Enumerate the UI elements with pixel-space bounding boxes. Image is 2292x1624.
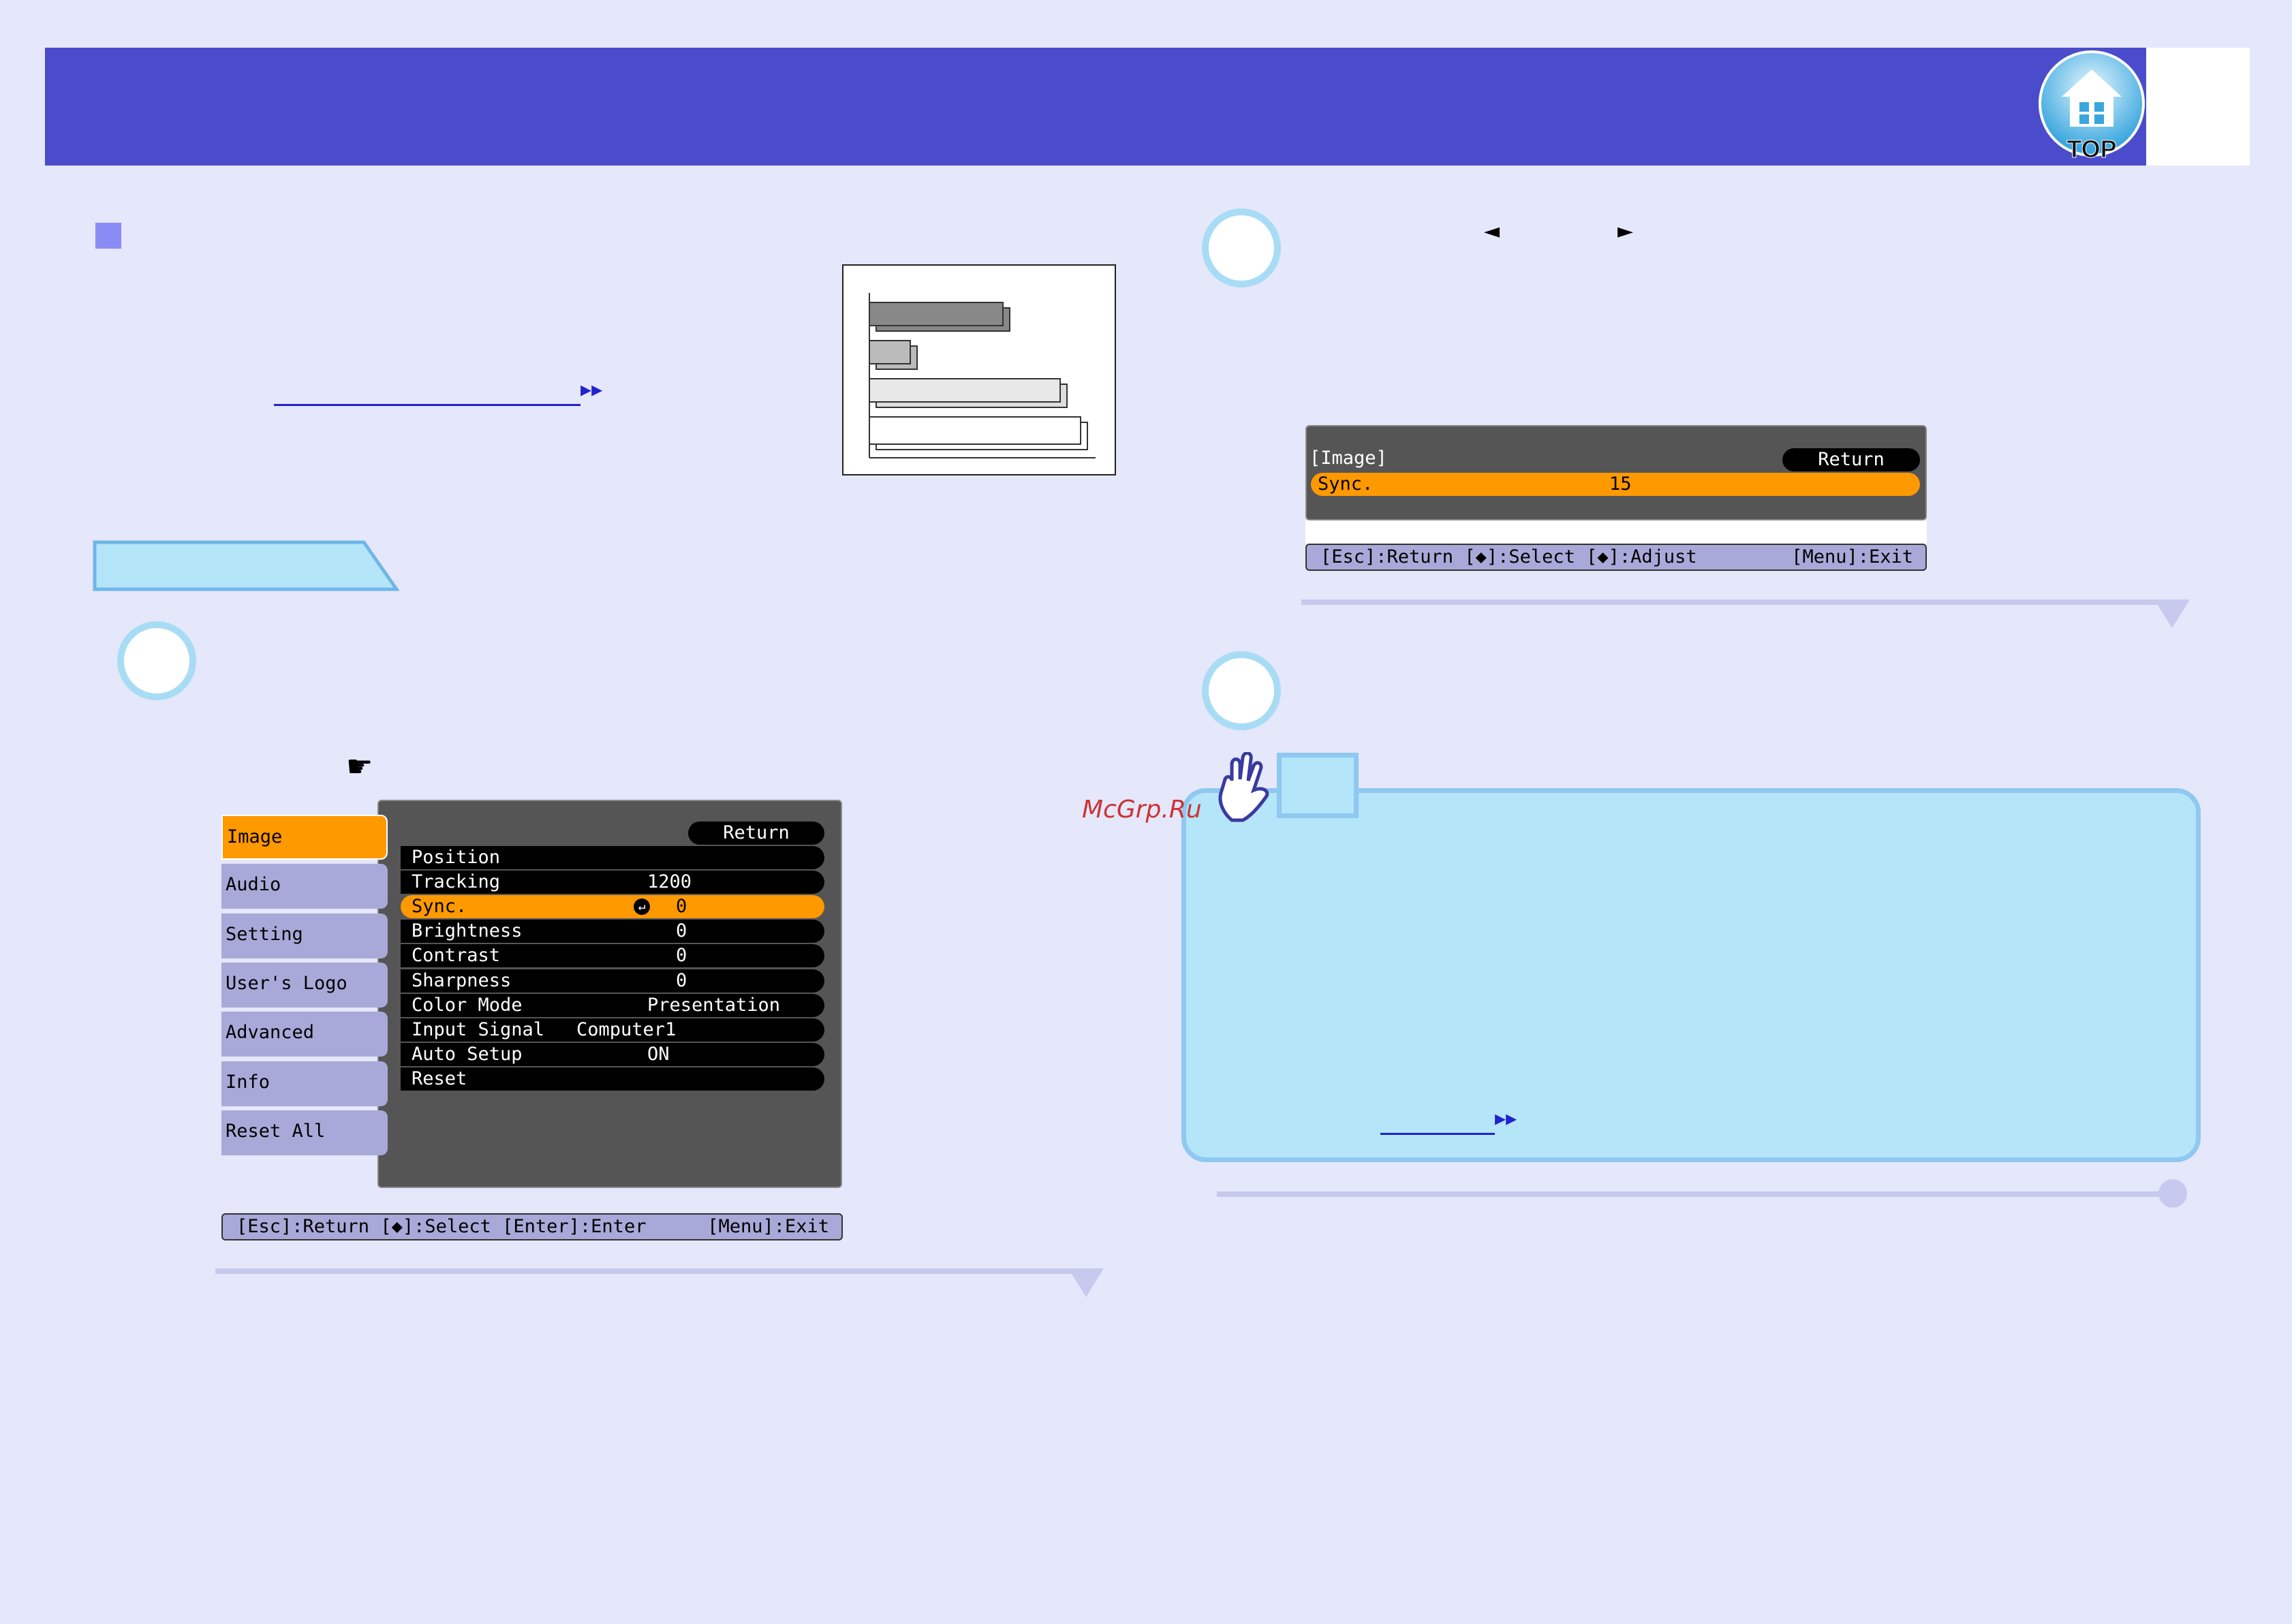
top-button[interactable]: TOP <box>2037 49 2146 163</box>
osd-row-value: 1200 <box>647 871 692 893</box>
step-circle-1 <box>117 621 196 700</box>
osd-row-tracking[interactable]: Tracking 1200 <box>401 871 824 894</box>
osd-row-brightness[interactable]: Brightness 0 <box>401 920 824 943</box>
osd-row-value: 0 <box>676 969 687 991</box>
osd-row-contrast[interactable]: Contrast 0 <box>401 944 824 968</box>
osd-sidebar-item-info[interactable]: Info <box>221 1061 388 1106</box>
osd-adjust-gap <box>1305 520 1927 544</box>
osd-adjust-return-label: Return <box>1818 449 1885 470</box>
osd-row-auto-setup[interactable]: Auto Setup ON <box>401 1042 824 1066</box>
osd-row-label: Reset <box>412 1067 467 1089</box>
osd-row-label: Sync. <box>412 896 467 918</box>
osd-adjust-return-button[interactable]: Return <box>1782 448 1920 471</box>
osd-sidebar-item-advanced[interactable]: Advanced <box>221 1012 388 1057</box>
osd-adjust-panel: [Image] Return Sync. 15 <box>1305 425 1927 520</box>
tip-box <box>1181 788 2201 1162</box>
osd-sidebar-label: Audio <box>226 874 281 896</box>
continue-arrow-icon <box>1068 1268 1104 1300</box>
osd-sidebar-item-image[interactable]: Image <box>221 815 388 860</box>
osd-status-bar: [Esc]:Return [◆]:Select [Enter]:Enter [M… <box>221 1213 843 1240</box>
osd-return-label: Return <box>723 822 790 843</box>
osd-row-label: Tracking <box>412 871 501 893</box>
osd-row-color-mode[interactable]: Color Mode Presentation <box>401 993 824 1017</box>
end-dot <box>2158 1179 2187 1208</box>
left-section-separator <box>215 1268 1094 1274</box>
osd-row-label: Auto Setup <box>412 1043 523 1065</box>
osd-return-button[interactable]: Return <box>688 822 824 845</box>
osd-row-label: Position <box>412 847 501 868</box>
osd-row-value: ON <box>647 1043 670 1065</box>
osd-sidebar-item-reset-all[interactable]: Reset All <box>221 1110 388 1155</box>
osd-row-value: Presentation <box>647 994 781 1016</box>
top-button-label: TOP <box>2066 135 2117 163</box>
tip-reference-link[interactable] <box>1380 1133 1495 1135</box>
header-page-area <box>2146 48 2250 166</box>
osd-row-label: Color Mode <box>412 994 523 1016</box>
osd-row-sharpness[interactable]: Sharpness 0 <box>401 969 824 993</box>
osd-row-input-signal[interactable]: Input Signal Computer1 <box>401 1018 824 1042</box>
osd-sidebar-label: Setting <box>226 923 303 945</box>
osd-row-label: Sharpness <box>412 969 512 991</box>
osd-sidebar-item-audio[interactable]: Audio <box>221 864 388 909</box>
osd-sidebar-item-setting[interactable]: Setting <box>221 913 388 958</box>
procedure-tab <box>93 540 400 591</box>
osd-sidebar-item-user-s-logo[interactable]: User's Logo <box>221 962 388 1008</box>
osd-row-value: 0 <box>676 945 687 967</box>
osd-adjust-row-label: Sync. <box>1318 473 1374 495</box>
osd-row-value: 0 <box>676 920 687 942</box>
osd-sidebar-label: Info <box>226 1071 270 1093</box>
osd-row-label: Brightness <box>412 920 523 942</box>
header-bar <box>45 48 2146 166</box>
home-icon <box>2039 50 2145 157</box>
osd-sidebar-label: Reset All <box>226 1120 326 1142</box>
osd-status-right: [Menu]:Exit <box>707 1216 829 1237</box>
osd-row-value: 0 <box>676 896 687 918</box>
osd-sidebar-label: User's Logo <box>226 972 347 994</box>
right-continue-arrow-icon <box>2154 599 2190 631</box>
sync-illustration <box>842 264 1116 475</box>
pointer-icon: ☛ <box>346 749 373 784</box>
left-arrow-icon: ◄ <box>1484 219 1500 243</box>
osd-adjust-status-bar: [Esc]:Return [◆]:Select [◆]:Adjust [Menu… <box>1305 544 1927 571</box>
osd-row-value: Computer1 <box>576 1018 677 1040</box>
right-section-separator <box>1301 599 2187 605</box>
tip-bottom-separator <box>1217 1191 2173 1197</box>
osd-row-position[interactable]: Position <box>401 846 824 869</box>
section-bullet <box>95 223 121 249</box>
watermark: McGrp.Ru <box>1082 796 1202 824</box>
osd-sidebar-label: Advanced <box>226 1022 315 1044</box>
osd-adjust-status-left: [Esc]:Return [◆]:Select [◆]:Adjust <box>1320 546 1697 567</box>
step-circle-3 <box>1202 651 1281 730</box>
step-circle-2 <box>1202 208 1281 287</box>
enter-icon: ↵ <box>634 899 650 916</box>
tip-hand-icon <box>1211 751 1274 826</box>
osd-adjust-row-value: 15 <box>1609 473 1632 495</box>
tip-link-arrow-icon[interactable]: ▸▸ <box>1495 1105 1517 1131</box>
tip-box-tab <box>1277 753 1359 818</box>
osd-sidebar-label: Image <box>227 826 283 847</box>
osd-row-label: Input Signal <box>412 1018 545 1040</box>
right-arrow-icon: ► <box>1617 219 1634 243</box>
osd-adjust-row-sync[interactable]: Sync. 15 <box>1311 473 1920 496</box>
osd-row-label: Contrast <box>412 945 501 967</box>
reference-link[interactable] <box>274 404 580 406</box>
osd-row-reset[interactable]: Reset <box>401 1067 824 1091</box>
osd-row-sync[interactable]: Sync. ↵ 0 <box>401 895 824 919</box>
link-arrow-icon[interactable]: ▸▸ <box>580 376 603 402</box>
osd-adjust-title: [Image] <box>1310 448 1387 469</box>
osd-status-left: [Esc]:Return [◆]:Select [Enter]:Enter <box>236 1216 647 1237</box>
osd-adjust-status-right: [Menu]:Exit <box>1791 546 1913 567</box>
